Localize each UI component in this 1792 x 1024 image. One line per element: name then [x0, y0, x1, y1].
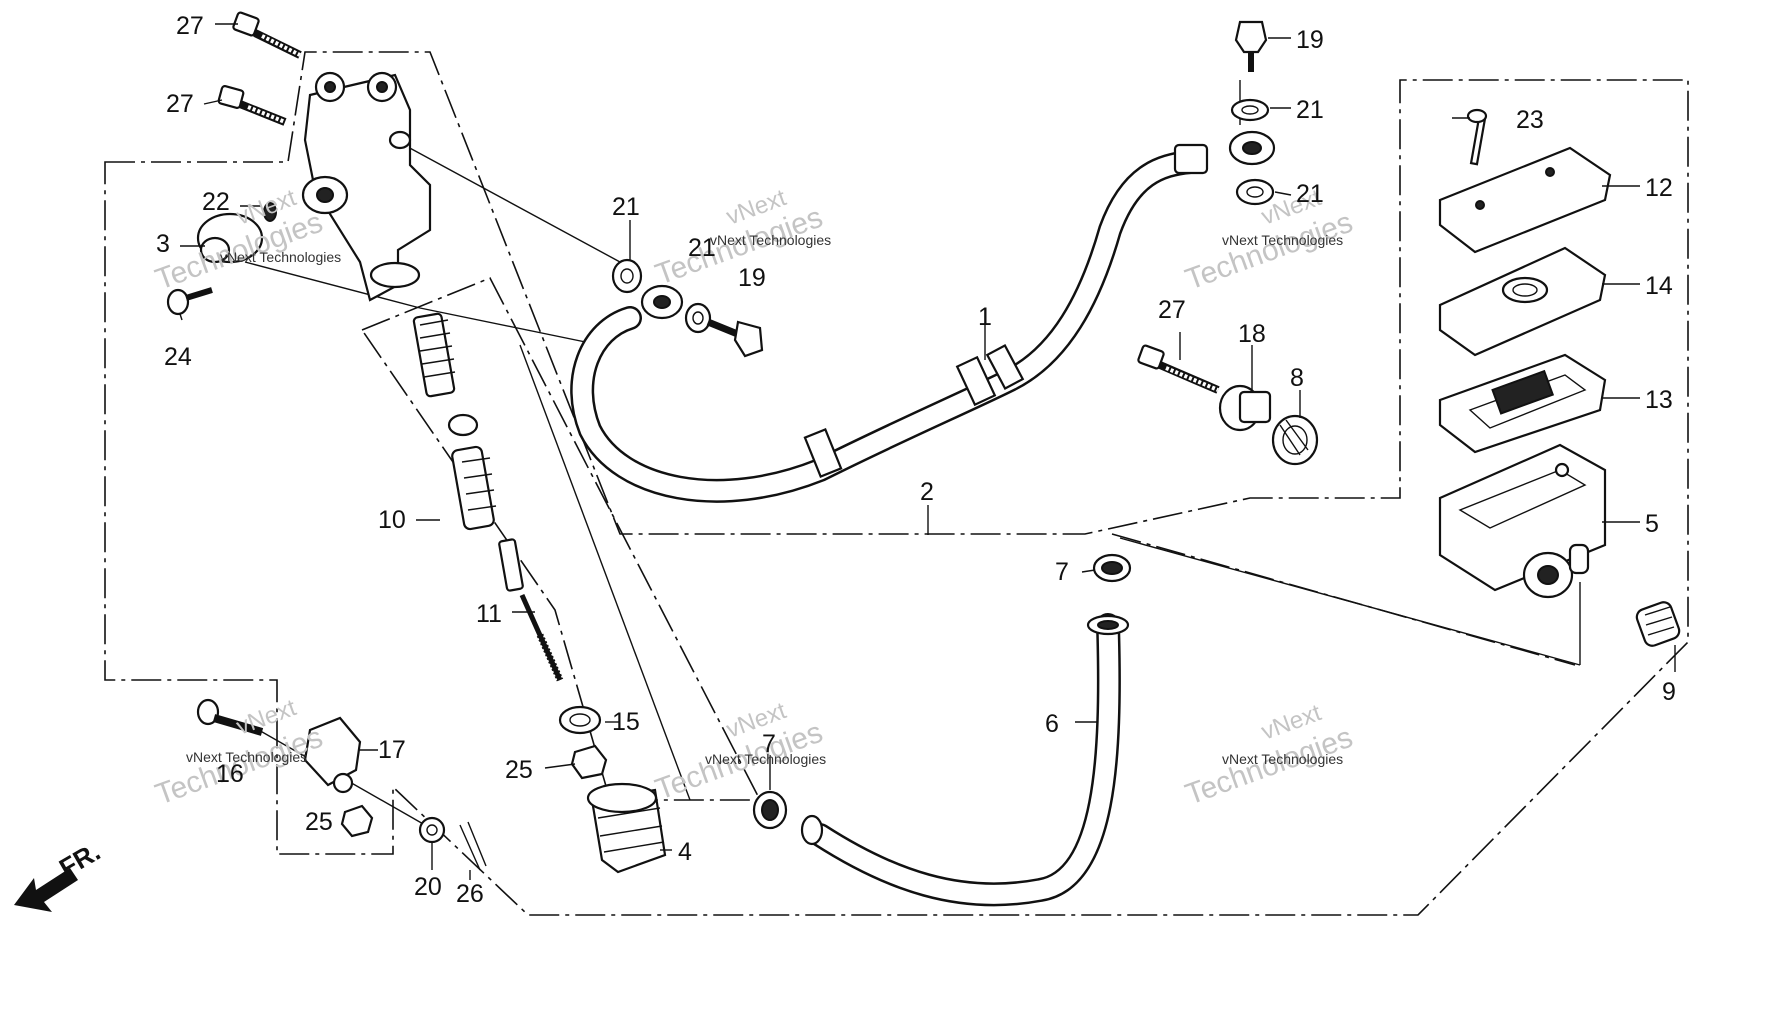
label-3: 3 [156, 230, 170, 258]
label-20: 20 [414, 873, 442, 901]
label-10: 10 [378, 506, 406, 534]
label-11: 11 [476, 600, 502, 628]
label-7: 7 [762, 730, 776, 758]
front-direction-arrow: FR. [14, 836, 105, 912]
guide-lines [244, 80, 1581, 826]
piston-kit [412, 312, 564, 682]
watermark-caption: vNext Technologies [220, 249, 341, 265]
reservoir-hose [800, 613, 1130, 907]
brake-hose [570, 130, 1276, 503]
label-19: 19 [1296, 26, 1324, 54]
master-cylinder-body [301, 71, 432, 302]
label-22: 22 [202, 188, 230, 216]
label-25: 25 [505, 756, 533, 784]
watermark-captions: vNext Technologies vNext Technologies vN… [186, 232, 1343, 767]
label-13: 13 [1645, 386, 1673, 414]
label-8: 8 [1290, 364, 1304, 392]
watermark-caption: vNext Technologies [186, 749, 307, 765]
watermark-caption: vNext Technologies [710, 232, 831, 248]
leader-lines [179, 23, 1676, 880]
label-23: 23 [1516, 106, 1544, 134]
label-27: 27 [166, 90, 194, 118]
small-parts [166, 11, 1681, 874]
label-24: 24 [164, 343, 192, 371]
reservoir-assembly [1438, 108, 1612, 599]
label-18: 18 [1238, 320, 1266, 348]
bolt-19-top [1234, 20, 1268, 72]
label-5: 5 [1645, 510, 1659, 538]
watermark-caption: vNext Technologies [705, 751, 826, 767]
watermark-caption: vNext Technologies [1222, 751, 1343, 767]
label-21: 21 [1296, 96, 1324, 124]
label-27: 27 [1158, 296, 1186, 324]
label-21: 21 [1296, 180, 1324, 208]
label-9: 9 [1662, 678, 1676, 706]
label-14: 14 [1645, 272, 1673, 300]
label-4: 4 [678, 838, 692, 866]
watermark-caption: vNext Technologies [1222, 232, 1343, 248]
label-15: 15 [612, 708, 640, 736]
bolt-27-middle [217, 85, 287, 126]
label-17: 17 [378, 736, 406, 764]
label-2: 2 [920, 478, 934, 506]
label-26: 26 [456, 880, 484, 908]
label-1: 1 [978, 303, 992, 331]
label-25: 25 [305, 808, 333, 836]
part-labels: 27 27 22 3 24 10 11 15 25 25 16 17 20 26… [156, 12, 1676, 908]
label-6: 6 [1045, 710, 1059, 738]
label-21: 21 [688, 234, 716, 262]
bolt-19-middle [706, 318, 764, 358]
label-27: 27 [176, 12, 204, 40]
label-19: 19 [738, 264, 766, 292]
label-12: 12 [1645, 174, 1673, 202]
label-21: 21 [612, 193, 640, 221]
bolt-27-top [232, 11, 302, 59]
label-16: 16 [216, 760, 244, 788]
label-7: 7 [1055, 558, 1069, 586]
bolt-27-right [1137, 344, 1220, 394]
